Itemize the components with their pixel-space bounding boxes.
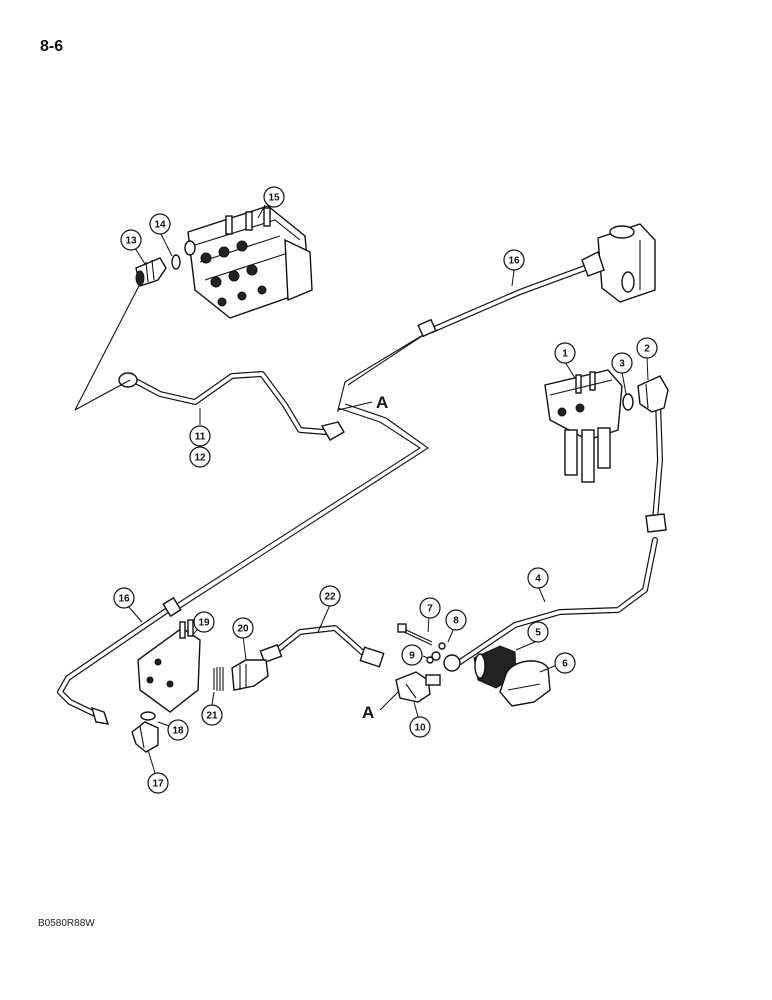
callout-c16b: 16 (113, 587, 135, 609)
callout-circle (554, 652, 576, 674)
callout-circle (189, 425, 211, 447)
callout-label: 8 (453, 616, 459, 627)
callout-label: 5 (535, 628, 541, 639)
callout-circle (232, 617, 254, 639)
leader-lines (127, 204, 649, 774)
o-ring-3 (622, 393, 634, 411)
elbow-fitting-2 (637, 375, 669, 413)
o-ring-14 (171, 254, 181, 270)
callout-circle (419, 597, 441, 619)
callout-c16a: 16 (503, 249, 525, 271)
callout-circle (147, 772, 169, 794)
callout-c5: 5 (527, 621, 549, 643)
reference-a-upper: A (376, 393, 388, 412)
tube-16-long-run (174, 403, 429, 609)
control-valve-15 (184, 205, 313, 319)
tube-22 (259, 625, 385, 668)
callout-c20: 20 (232, 617, 254, 639)
callout-label: 9 (409, 651, 415, 662)
callout-circle (113, 587, 135, 609)
callout-c9: 9 (401, 644, 423, 666)
callout-label: 12 (194, 453, 206, 464)
callout-label: 18 (172, 726, 184, 737)
callout-label: 11 (195, 432, 206, 443)
tube-16-upper (337, 265, 588, 412)
clamp-6 (499, 660, 551, 707)
callout-label: 17 (152, 779, 164, 790)
callout-c12: 12 (189, 446, 211, 468)
callout-c18: 18 (167, 719, 189, 741)
callout-label: 3 (619, 359, 625, 370)
callout-c13: 13 (120, 229, 142, 251)
callout-c14: 14 (149, 213, 171, 235)
callout-c21: 21 (201, 704, 223, 726)
callout-c2: 2 (636, 337, 658, 359)
callout-circle (167, 719, 189, 741)
callout-c3: 3 (611, 352, 633, 374)
elbow-fitting-13 (135, 257, 167, 287)
callout-circle (503, 249, 525, 271)
callout-circle (401, 644, 423, 666)
tee-fitting-10 (395, 671, 441, 703)
callout-circle (120, 229, 142, 251)
callout-label: 13 (125, 236, 137, 247)
o-ring-stack-21 (213, 667, 224, 691)
nut-9 (426, 651, 441, 664)
callout-c1: 1 (554, 342, 576, 364)
callout-label: 4 (535, 574, 541, 585)
callout-c19: 19 (193, 611, 215, 633)
callout-circle (319, 585, 341, 607)
tube-16-lower (57, 596, 182, 725)
callout-c22: 22 (319, 585, 341, 607)
callout-circle (409, 716, 431, 738)
callout-label: 16 (118, 594, 130, 605)
bolt-7 (397, 623, 433, 646)
callout-circle (611, 352, 633, 374)
callout-label: 1 (562, 349, 568, 360)
callout-c10: 10 (409, 716, 431, 738)
callout-circle (527, 567, 549, 589)
callout-c6: 6 (554, 652, 576, 674)
callout-label: 15 (268, 193, 280, 204)
figure-code: B0580R88W (38, 918, 95, 929)
callout-circle (445, 609, 467, 631)
callout-circle (636, 337, 658, 359)
callout-label: 7 (427, 604, 433, 615)
auxiliary-valve-1 (544, 369, 623, 483)
callout-c17: 17 (147, 772, 169, 794)
callout-circle (201, 704, 223, 726)
callout-label: 14 (154, 220, 166, 231)
tube-11-12 (74, 279, 345, 441)
callout-c15: 15 (263, 186, 285, 208)
reference-a-lower: A (362, 703, 374, 722)
callout-circle (189, 446, 211, 468)
callout-label: 20 (237, 624, 249, 635)
callout-c11: 11 (189, 425, 211, 447)
page-number: 8-6 (40, 38, 64, 55)
elbow-fitting-20 (231, 659, 269, 691)
callout-label: 10 (414, 723, 426, 734)
callout-circle (263, 186, 285, 208)
valve-fitting-top-right (581, 223, 656, 303)
callout-circle (554, 342, 576, 364)
callout-circle (149, 213, 171, 235)
callout-circle (193, 611, 215, 633)
o-ring-18 (140, 711, 156, 721)
washer-8 (438, 642, 446, 650)
callout-label: 6 (562, 659, 568, 670)
callout-c7: 7 (419, 597, 441, 619)
callout-label: 2 (644, 344, 650, 355)
callout-circle (527, 621, 549, 643)
callout-label: 19 (198, 618, 210, 629)
callout-label: 16 (508, 256, 520, 267)
callout-c8: 8 (445, 609, 467, 631)
callout-c4: 4 (527, 567, 549, 589)
valve-section-19 (137, 619, 201, 713)
callout-label: 21 (206, 711, 218, 722)
elbow-fitting-17 (131, 721, 159, 753)
tube-4 (443, 399, 667, 672)
callout-label: 22 (324, 592, 336, 603)
